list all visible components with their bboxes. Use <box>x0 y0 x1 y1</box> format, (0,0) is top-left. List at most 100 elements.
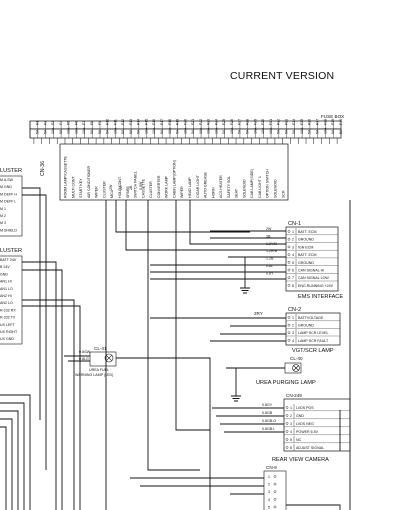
pin-number: 5 <box>290 438 292 442</box>
ground-icon-2 <box>231 395 241 402</box>
pin-icon <box>287 237 291 241</box>
cl41-caption-2: WARNING LAMP (LED) <box>75 373 113 377</box>
cluster-pin-label: AN2 LO <box>0 301 13 305</box>
pin-icon <box>287 284 291 287</box>
pin-name: LVDS NEG <box>296 422 314 426</box>
pin-number: 3 <box>292 331 294 335</box>
pin-name: GROUND <box>298 238 314 242</box>
circuit-label: SCR <box>281 190 285 198</box>
pin-name: IGN ECM <box>298 245 313 249</box>
cn249-frame <box>283 398 351 452</box>
left-cluster-1-frame <box>0 175 23 237</box>
circuit-label: SOLENOID <box>274 179 278 198</box>
circuit-label: CLUSTER <box>102 181 106 198</box>
pin-name: LAMP SCR FAULT <box>298 339 329 343</box>
pin-name: ADJUST SIGNAL <box>296 446 324 450</box>
pin-icon <box>287 253 291 256</box>
pin-name: BATT. ECM <box>298 253 317 257</box>
pin-icon <box>287 276 291 280</box>
pin-number: 2 <box>292 324 294 328</box>
pin-number: 2 <box>290 414 292 418</box>
wire-label: 0.8GB-O <box>262 419 276 423</box>
cn1-caption: EMS INTERFACE <box>298 294 343 300</box>
cl41-wire-1: 0.8GW <box>79 350 91 354</box>
pin-number: 5 <box>292 261 294 265</box>
circuit-label: OPTION SWITCH <box>266 169 270 198</box>
wire-trunk-5 <box>175 200 210 431</box>
wire-label: 1.2R/B <box>266 249 278 253</box>
pin-icon <box>287 331 291 335</box>
left-cluster-2-label: LUSTER <box>0 248 22 254</box>
fuse-wires <box>33 138 338 144</box>
cluster-pin-label: UX RIGHT <box>0 330 18 334</box>
wire-bundle-4 <box>0 418 13 510</box>
circuit-label: SAFETY SOL <box>227 176 231 198</box>
fuse-cells: F15AF25AF310AF45AF510AF610AF710AF85AF95A… <box>29 119 343 138</box>
pin-name: BATTVOLTAGE <box>298 316 324 320</box>
wire-cluster-d <box>22 269 63 510</box>
pin-name: LVDS POS <box>296 406 314 410</box>
pin-icon <box>285 430 289 433</box>
wire-label: 2W <box>266 227 272 231</box>
wire-label: 2B <box>129 185 133 190</box>
cn36-frame <box>59 143 289 201</box>
led-cross-icon <box>105 354 113 362</box>
circuit-label: CAB LAMP(SIDE) <box>250 169 254 198</box>
pin-number: 5 <box>268 505 270 509</box>
cl41-wire-2: 0.8LG <box>79 357 89 361</box>
wire-label: 0.8GB <box>262 411 273 415</box>
cl40-frame <box>284 362 302 374</box>
cn249-label: CN-249 <box>286 393 302 398</box>
circuit-label: MCU <box>110 189 114 198</box>
harness-wires <box>0 187 351 510</box>
pin-name: CAN SIGNAL HI <box>298 269 324 273</box>
wire-cluster-a <box>22 187 41 420</box>
cn36-label: CN-36 <box>40 161 46 176</box>
pin-name: BATT. ECM <box>298 230 317 234</box>
pin-number: 1 <box>292 230 294 234</box>
pin-name: LAMP SCR LEVEL <box>298 331 329 335</box>
cluster-pin-label: UX LEFT <box>0 323 16 327</box>
cn1-label: CN-1 <box>288 221 301 227</box>
circuit-label: SEAT <box>235 188 239 198</box>
wire-bundle-5 <box>0 426 7 510</box>
fuse-amp-label: 5A <box>339 129 343 134</box>
wire-label: 2W <box>109 184 113 190</box>
fuse-box-label: FUSE BOX <box>321 114 344 119</box>
circuit-label: ROOM LAMP/CASSETTE <box>64 155 68 198</box>
wire-label: 0.8L <box>266 264 273 268</box>
wire-trunk-6 <box>189 200 286 245</box>
cl41-frame <box>89 351 117 367</box>
pin-name: ENG.RUNNING +24V <box>298 284 334 288</box>
cluster-pin-label: AN1 HI <box>0 280 12 284</box>
left-cluster-1-label: LUSTER <box>0 168 22 174</box>
pin-number: 8 <box>292 284 294 288</box>
pin-icon <box>287 323 291 327</box>
circuit-label: CABIN LAMP(OPTION) <box>172 160 176 198</box>
wire-label: 2B <box>266 234 271 238</box>
pin-number: 4 <box>268 498 270 502</box>
cluster-pin-label: M DEFF L <box>0 200 16 204</box>
pin-number: 7 <box>292 276 294 280</box>
wire-cluster-c <box>22 261 57 510</box>
circuit-label: WORK LAMP <box>165 175 169 198</box>
cluster-pin-label: R-232 TX <box>0 316 16 320</box>
pin-number: 2 <box>292 238 294 242</box>
pin-icon <box>287 260 291 264</box>
pin-number: 4 <box>290 430 292 434</box>
pin-icon <box>287 338 291 342</box>
wire-cluster-f <box>22 305 81 510</box>
pin-icon <box>285 446 289 449</box>
circuit-label: CLUSTER <box>149 181 153 198</box>
cluster-pin-label: GND <box>0 272 8 276</box>
circuit-label: HOLD CONT. <box>118 176 122 198</box>
circuit-label: ACS HEATER <box>219 175 223 198</box>
pin-name: GROUND <box>298 324 314 328</box>
